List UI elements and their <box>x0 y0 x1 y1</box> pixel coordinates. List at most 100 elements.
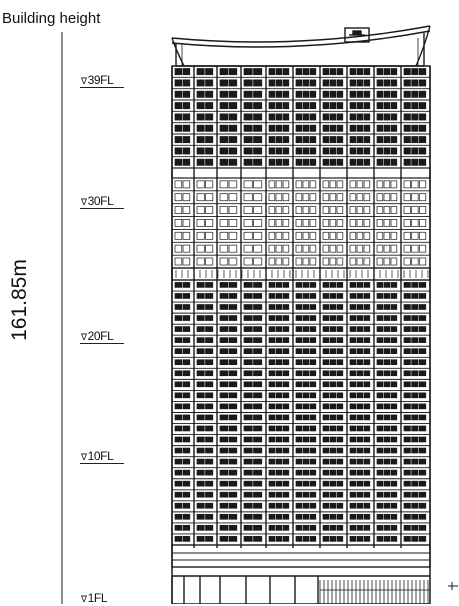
facade-window <box>205 282 214 288</box>
facade-window <box>282 469 290 476</box>
facade-window <box>219 524 229 531</box>
facade-window <box>275 359 283 366</box>
facade-window <box>196 244 205 253</box>
facade-window <box>376 68 384 76</box>
facade-window <box>196 158 205 166</box>
facade-window <box>309 536 317 542</box>
facade-window <box>403 436 411 443</box>
facade-window <box>363 90 371 98</box>
facade-window <box>383 124 391 132</box>
facade-window <box>383 147 391 155</box>
facade-window <box>383 193 391 202</box>
facade-window <box>275 315 283 321</box>
facade-window <box>309 79 317 87</box>
facade-window <box>196 403 205 410</box>
facade-window <box>363 348 371 354</box>
facade-window <box>196 219 205 227</box>
facade-window <box>329 359 337 366</box>
facade-window <box>182 193 191 202</box>
facade-window <box>376 513 384 520</box>
facade-window <box>403 257 411 266</box>
facade-window <box>363 425 371 432</box>
facade-window <box>411 480 419 487</box>
facade-window <box>253 180 263 189</box>
facade-window <box>376 370 384 377</box>
facade-window <box>228 244 238 253</box>
facade-window <box>182 447 191 454</box>
facade-window <box>411 536 419 542</box>
facade-window <box>403 244 411 253</box>
facade-window <box>329 480 337 487</box>
facade-window <box>243 79 253 87</box>
facade-window <box>309 102 317 110</box>
facade-window <box>228 348 238 354</box>
facade-window <box>336 458 344 465</box>
facade-window <box>243 293 253 299</box>
facade-window <box>182 90 191 98</box>
facade-window <box>295 206 303 214</box>
facade-window <box>329 257 337 266</box>
facade-window <box>403 113 411 121</box>
facade-window <box>336 304 344 310</box>
facade-window <box>282 491 290 498</box>
facade-window <box>383 257 391 266</box>
facade-window <box>253 458 263 465</box>
facade-window <box>376 447 384 454</box>
facade-window <box>336 68 344 76</box>
level-marker-icon: ∇ <box>81 452 87 462</box>
facade-window <box>418 326 427 332</box>
facade-window <box>349 348 357 354</box>
facade-window <box>329 147 337 155</box>
facade-window <box>174 436 183 443</box>
facade-window <box>349 293 357 299</box>
facade-window <box>336 124 344 132</box>
facade-window <box>322 326 330 332</box>
facade-window <box>196 436 205 443</box>
facade-window <box>390 231 398 240</box>
facade-window <box>302 480 310 487</box>
facade-window <box>182 147 191 155</box>
facade-window <box>302 206 310 214</box>
facade-window <box>329 502 337 509</box>
facade-window <box>174 403 183 410</box>
facade-window <box>253 524 263 531</box>
facade-window <box>174 124 183 132</box>
facade-window <box>363 206 371 214</box>
facade-window <box>253 536 263 542</box>
facade-window <box>228 502 238 509</box>
facade-window <box>383 447 391 454</box>
facade-window <box>383 536 391 542</box>
facade-window <box>403 124 411 132</box>
facade-window <box>322 136 330 144</box>
facade-window <box>243 147 253 155</box>
facade-window <box>253 68 263 76</box>
facade-window <box>363 315 371 321</box>
facade-window <box>363 536 371 542</box>
facade-window <box>383 68 391 76</box>
facade-window <box>243 68 253 76</box>
facade-window <box>403 447 411 454</box>
facade-window <box>174 231 183 240</box>
facade-window <box>275 257 283 266</box>
facade-window <box>403 304 411 310</box>
facade-window <box>182 113 191 121</box>
facade-window <box>302 231 310 240</box>
facade-window <box>356 425 364 432</box>
facade-window <box>356 282 364 288</box>
facade-window <box>383 348 391 354</box>
facade-window <box>363 244 371 253</box>
facade-window <box>228 293 238 299</box>
facade-window <box>219 136 229 144</box>
facade-window <box>275 193 283 202</box>
facade-window <box>322 79 330 87</box>
facade-window <box>268 524 276 531</box>
facade-window <box>205 480 214 487</box>
facade-window <box>302 90 310 98</box>
facade-window <box>309 337 317 343</box>
facade-window <box>403 293 411 299</box>
facade-window <box>268 447 276 454</box>
facade-window <box>196 257 205 266</box>
facade-window <box>219 425 229 432</box>
facade-window <box>418 315 427 321</box>
facade-window <box>282 513 290 520</box>
